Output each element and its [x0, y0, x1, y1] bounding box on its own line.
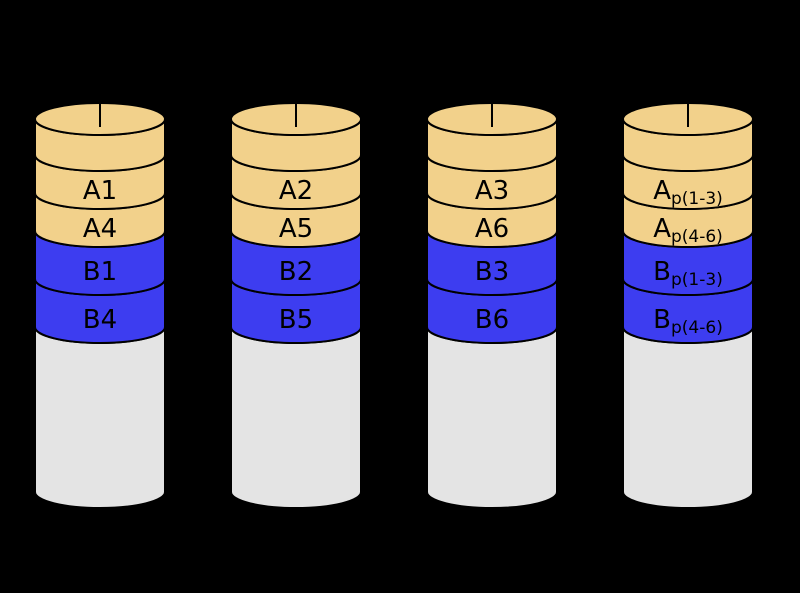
block-label: A2 [279, 176, 313, 206]
block-label: Ap(1-3) [653, 176, 723, 209]
disk-body [622, 326, 754, 509]
disk-2-cylinder: A3 A6 B3 B6 [422, 97, 562, 517]
disk-3-cylinder: Ap(1-3) Ap(4-6) Bp(1-3) Bp(4-6) [618, 97, 758, 517]
block-label: B1 [83, 257, 117, 287]
block-label: B2 [279, 257, 313, 287]
disk-1-cylinder: A2 A5 B2 B5 [226, 97, 366, 517]
block-label: A5 [279, 214, 313, 244]
disk-2-drawing: A3 A6 B3 B6 [426, 102, 558, 509]
block-label: B6 [475, 305, 509, 335]
block-label: A3 [475, 176, 509, 206]
disk-0-drawing: A1 A4 B1 B4 [34, 102, 166, 509]
disk-3-drawing: Ap(1-3) Ap(4-6) Bp(1-3) Bp(4-6) [622, 102, 754, 509]
block-label: A6 [475, 214, 509, 244]
block-label: Bp(4-6) [653, 305, 723, 338]
block-label: A4 [83, 214, 117, 244]
block-label: B4 [83, 305, 117, 335]
block-label: Ap(4-6) [653, 214, 723, 247]
disk-1-drawing: A2 A5 B2 B5 [230, 102, 362, 509]
disk-body [34, 326, 166, 509]
block-label: A1 [83, 176, 117, 206]
block-label: B5 [279, 305, 313, 335]
block-label: B3 [475, 257, 509, 287]
disk-body [230, 326, 362, 509]
block-label: Bp(1-3) [653, 257, 723, 290]
disk-body [426, 326, 558, 509]
disk-0-cylinder: A1 A4 B1 B4 [30, 97, 170, 517]
